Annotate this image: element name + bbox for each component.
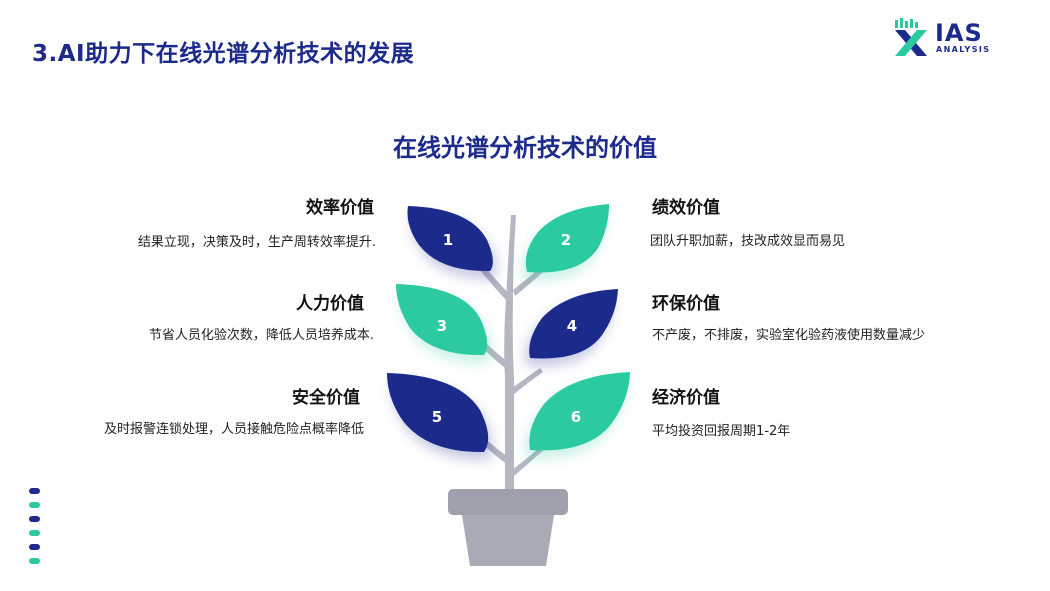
dot-decoration [29, 516, 40, 522]
slide-title: 3.AI助力下在线光谱分析技术的发展 [32, 41, 415, 67]
dot-decoration [29, 544, 40, 550]
logo-subtext: ANALYSIS [936, 45, 991, 54]
logo-text: IAS [935, 19, 983, 47]
item-title-economic: 经济价值 [652, 388, 720, 408]
item-desc-efficiency: 结果立现，决策及时，生产周转效率提升. [137, 235, 376, 250]
company-logo: IAS ANALYSIS [893, 18, 1013, 60]
leaf-number-2: 2 [561, 231, 571, 249]
leaf-6 [525, 372, 630, 459]
leaf-1 [407, 206, 497, 280]
leaf-number-6: 6 [571, 408, 581, 426]
leaf-number-3: 3 [437, 317, 447, 335]
leaf-3 [396, 284, 492, 364]
item-title-safety: 安全价值 [292, 388, 360, 408]
item-title-environment: 环保价值 [652, 294, 720, 314]
dot-decoration [29, 488, 40, 494]
leaf-4 [525, 289, 618, 367]
item-title-manpower: 人力价值 [296, 294, 364, 314]
leaf-number-4: 4 [567, 317, 577, 335]
dot-decoration [29, 558, 40, 564]
item-desc-manpower: 节省人员化验次数，降低人员培养成本. [148, 328, 374, 343]
item-desc-environment: 不产废，不排废，实验室化验药液使用数量减少 [652, 328, 926, 343]
decorative-dots [29, 488, 43, 564]
item-title-performance: 绩效价值 [652, 198, 720, 218]
item-desc-performance: 团队升职加薪，技改成效显而易见 [650, 234, 846, 249]
ias-x-logo-icon [895, 18, 927, 56]
dot-decoration [29, 530, 40, 536]
item-title-efficiency: 效率价值 [306, 198, 374, 218]
leaf-5 [387, 373, 493, 461]
item-desc-safety: 及时报警连锁处理，人员接触危险点概率降低 [103, 422, 364, 437]
center-title: 在线光谱分析技术的价值 [393, 134, 657, 162]
flower-pot [448, 489, 568, 566]
item-desc-economic: 平均投资回报周期1-2年 [652, 424, 791, 439]
dot-decoration [29, 502, 40, 508]
leaf-number-5: 5 [432, 408, 442, 426]
leaf-2 [521, 204, 609, 281]
leaf-number-1: 1 [443, 231, 453, 249]
